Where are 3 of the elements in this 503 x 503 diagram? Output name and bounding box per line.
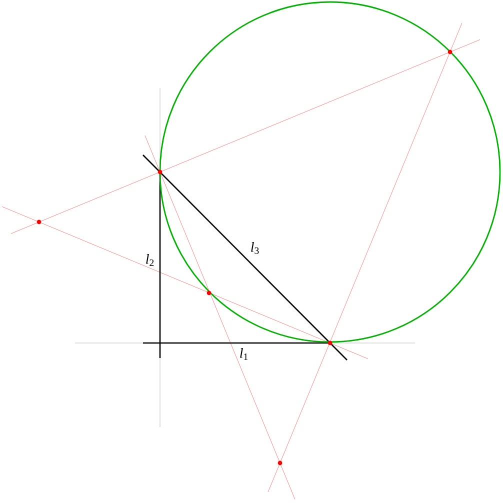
line-label: l$_{2}$	[146, 254, 154, 266]
line-label: l$_{3}$	[251, 242, 259, 254]
line-label: l$_{1}$	[240, 348, 248, 360]
